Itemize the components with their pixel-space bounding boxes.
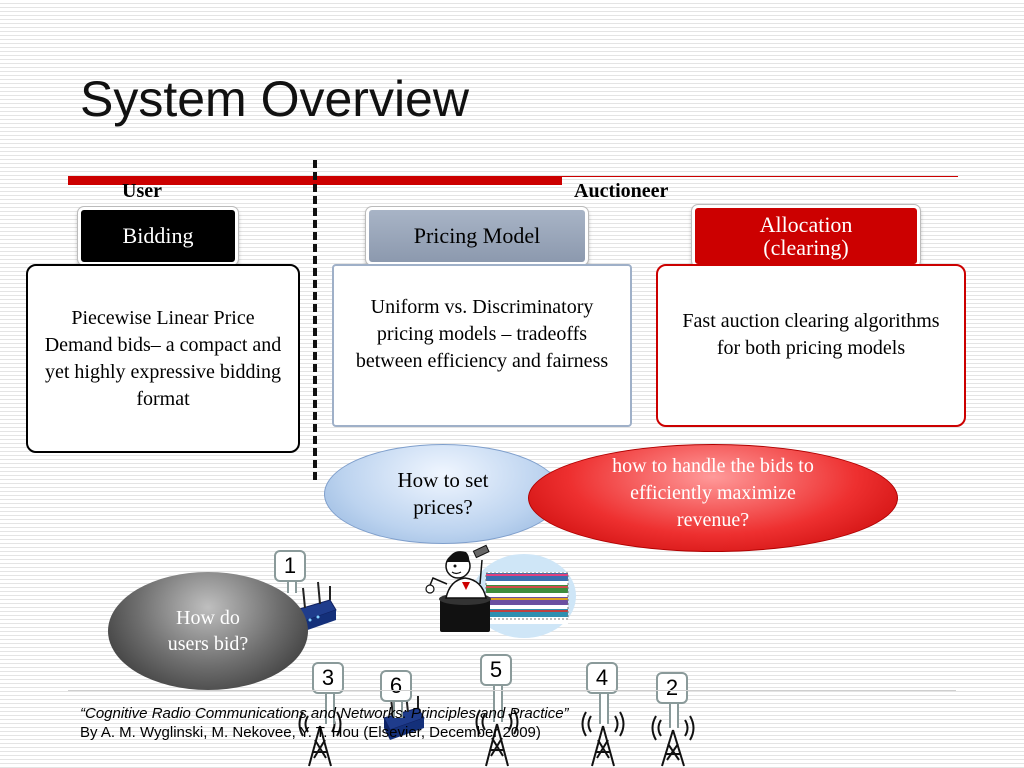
- slide-title: System Overview: [80, 71, 469, 127]
- node-stem-4: [599, 694, 609, 724]
- pricing-description-text: Uniform vs. Discriminatory pricing model…: [355, 296, 609, 372]
- citation-authors: By A. M. Wyglinski, M. Nekovee, Y. T. Ho…: [80, 724, 541, 741]
- node-badge-6: 6: [380, 670, 412, 702]
- allocation-description-box: Fast auction clearing algorithms for bot…: [656, 264, 966, 427]
- node-badge-5: 5: [480, 654, 512, 686]
- node-stem-6: [393, 702, 403, 718]
- pricing-model-header-label: Pricing Model: [413, 223, 541, 249]
- user-section-label: User: [122, 180, 162, 202]
- bidding-header: Bidding: [77, 206, 239, 266]
- node-stem-2: [669, 704, 679, 728]
- thin-divider-line: [562, 176, 958, 177]
- prices-callout-line1: How to set: [397, 467, 489, 492]
- tower-icon-4: [581, 711, 625, 767]
- allocation-description-text: Fast auction clearing algorithms for bot…: [682, 310, 940, 359]
- users-callout-line1: How do: [176, 607, 240, 629]
- node-badge-1: 1: [274, 550, 306, 582]
- tower-icon-2: [651, 715, 695, 767]
- prices-callout-line2: prices?: [413, 495, 473, 519]
- node-badge-2: 2: [656, 672, 688, 704]
- handle-bids-callout: how to handle the bids to efficiently ma…: [528, 444, 898, 552]
- node-badge-4: 4: [586, 662, 618, 694]
- pricing-description-box: Uniform vs. Discriminatory pricing model…: [332, 264, 632, 427]
- node-badge-3: 3: [312, 662, 344, 694]
- tower-icon-5: [475, 709, 519, 767]
- allocation-header-line2: (clearing): [763, 235, 849, 260]
- footer-divider-top: [68, 690, 956, 691]
- pricing-model-header: Pricing Model: [365, 206, 589, 266]
- auctioneer-figure-icon: [425, 544, 491, 632]
- node-stem-5: [493, 686, 503, 722]
- citation-title: “Cognitive Radio Communications and Netw…: [80, 705, 569, 722]
- bids-callout-text: how to handle the bids to efficiently ma…: [612, 454, 814, 531]
- user-description-box: Piecewise Linear Price Demand bids– a co…: [26, 264, 300, 453]
- node-stem-3: [325, 694, 335, 724]
- how-users-bid-callout: How do users bid?: [108, 572, 308, 690]
- user-auctioneer-separator: [313, 160, 317, 480]
- bid-chart-icon: [485, 572, 569, 624]
- node-stem-1: [287, 581, 297, 593]
- citation: “Cognitive Radio Communications and Netw…: [80, 704, 569, 742]
- auctioneer-section-label: Auctioneer: [574, 180, 669, 202]
- how-to-set-prices-callout: How to set prices?: [324, 444, 562, 544]
- bidding-header-label: Bidding: [122, 223, 194, 249]
- user-description-text: Piecewise Linear Price Demand bids– a co…: [44, 306, 282, 410]
- users-callout-line2: users bid?: [167, 633, 249, 655]
- allocation-header-line1: Allocation: [759, 211, 853, 237]
